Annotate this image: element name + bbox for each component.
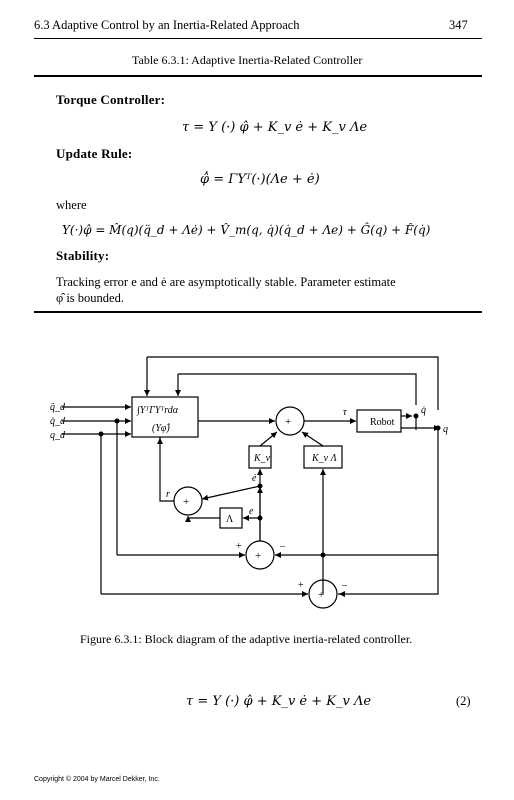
table-top-rule <box>34 75 482 77</box>
e-sum-plus-sign: + <box>236 541 242 552</box>
table-caption: Table 6.3.1: Adaptive Inertia-Related Co… <box>132 53 363 67</box>
q-output-label: q <box>443 424 448 435</box>
copyright-footer: Copyright © 2004 by Marcel Dekker, Inc. <box>34 776 160 783</box>
robot-block <box>356 409 402 433</box>
input-qd: q_d <box>50 430 66 441</box>
input-qdd: q̈_d <box>50 402 66 413</box>
table-bottom-rule <box>34 311 482 313</box>
header-rule <box>34 38 482 39</box>
kv-label: K_v <box>253 453 271 464</box>
adaptive-law-block <box>131 396 199 438</box>
robot-label: Robot <box>370 417 395 428</box>
bottom-sum-minus-sign: – <box>341 580 348 591</box>
stability-heading: Stability: <box>56 248 110 263</box>
where-label: where <box>56 198 87 212</box>
tau-label: τ <box>343 407 347 418</box>
regression-equation: Y(·)φ̂ = M̂(q)(q̈_d + Λė) + V̂_m(q, q̇)(… <box>62 223 431 237</box>
r-label: r <box>166 489 170 500</box>
running-header-title: 6.3 Adaptive Control by an Inertia-Relat… <box>34 18 300 32</box>
e-sum-plus: + <box>255 550 261 562</box>
update-rule-heading: Update Rule: <box>56 146 133 161</box>
page-number: 347 <box>449 18 468 32</box>
lambda-label: Λ <box>226 514 234 525</box>
torque-controller-heading: Torque Controller: <box>56 92 166 107</box>
figure-caption: Figure 6.3.1: Block diagram of the adapt… <box>80 632 413 646</box>
r-sum-plus: + <box>183 496 189 508</box>
equation-2: τ = Y (·) φ̂ + K_v ė + K_v Λe <box>186 694 372 709</box>
main-sum-plus: + <box>285 416 291 428</box>
edot-label: ė <box>252 473 257 484</box>
bottom-sum-plus-sign: + <box>298 580 304 591</box>
adaptive-block-bottom-label: (Yφ̂) <box>152 423 170 434</box>
input-qd-dot: q̇_d <box>50 416 66 427</box>
stability-text-line2: φ̂ is bounded. <box>56 291 124 305</box>
update-rule-equation: φ̂̇ = ΓYᵀ(·)(Λe + ė) <box>200 172 320 187</box>
stability-text-line1: Tracking error e and ė are asymptoticall… <box>56 275 396 289</box>
kv-lambda-label: K_v Λ <box>311 453 337 464</box>
e-sum-minus-sign: – <box>279 541 286 552</box>
adaptive-block-top-label: ∫YᵀΓYᵀrdα <box>136 405 179 416</box>
bottom-sum-plus: + <box>318 589 324 601</box>
e-label: e <box>249 506 254 517</box>
qdot-output-label: q̇ <box>421 405 426 416</box>
torque-equation: τ = Y (·) φ̂ + K_v ė + K_v Λe <box>182 120 368 135</box>
equation-number: (2) <box>456 694 471 708</box>
